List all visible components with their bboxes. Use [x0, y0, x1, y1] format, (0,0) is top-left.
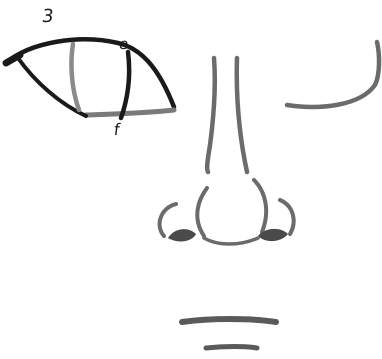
nose-bottom — [160, 180, 294, 244]
nose-bridge — [207, 58, 247, 172]
iris-guide-left — [71, 44, 79, 110]
nose-bridge-right-line — [237, 58, 247, 172]
nostril-inner-right — [254, 180, 266, 232]
left-eye-diagram — [6, 39, 174, 118]
nostril-left — [168, 229, 196, 241]
nose-wing-right — [280, 200, 294, 234]
nose-wing-left — [160, 204, 176, 236]
closed-eye-lid-line — [287, 42, 379, 107]
mouth — [182, 319, 276, 348]
nose-bridge-left-line — [207, 58, 215, 172]
eye-lower-lid-line — [86, 110, 174, 115]
mouth-lower-line — [206, 347, 257, 349]
right-closed-eye — [287, 42, 379, 107]
nose-base-line — [204, 238, 258, 244]
iris-guide-right — [121, 52, 129, 118]
mouth-upper-line — [182, 319, 276, 322]
nostril-inner-left — [197, 188, 207, 236]
